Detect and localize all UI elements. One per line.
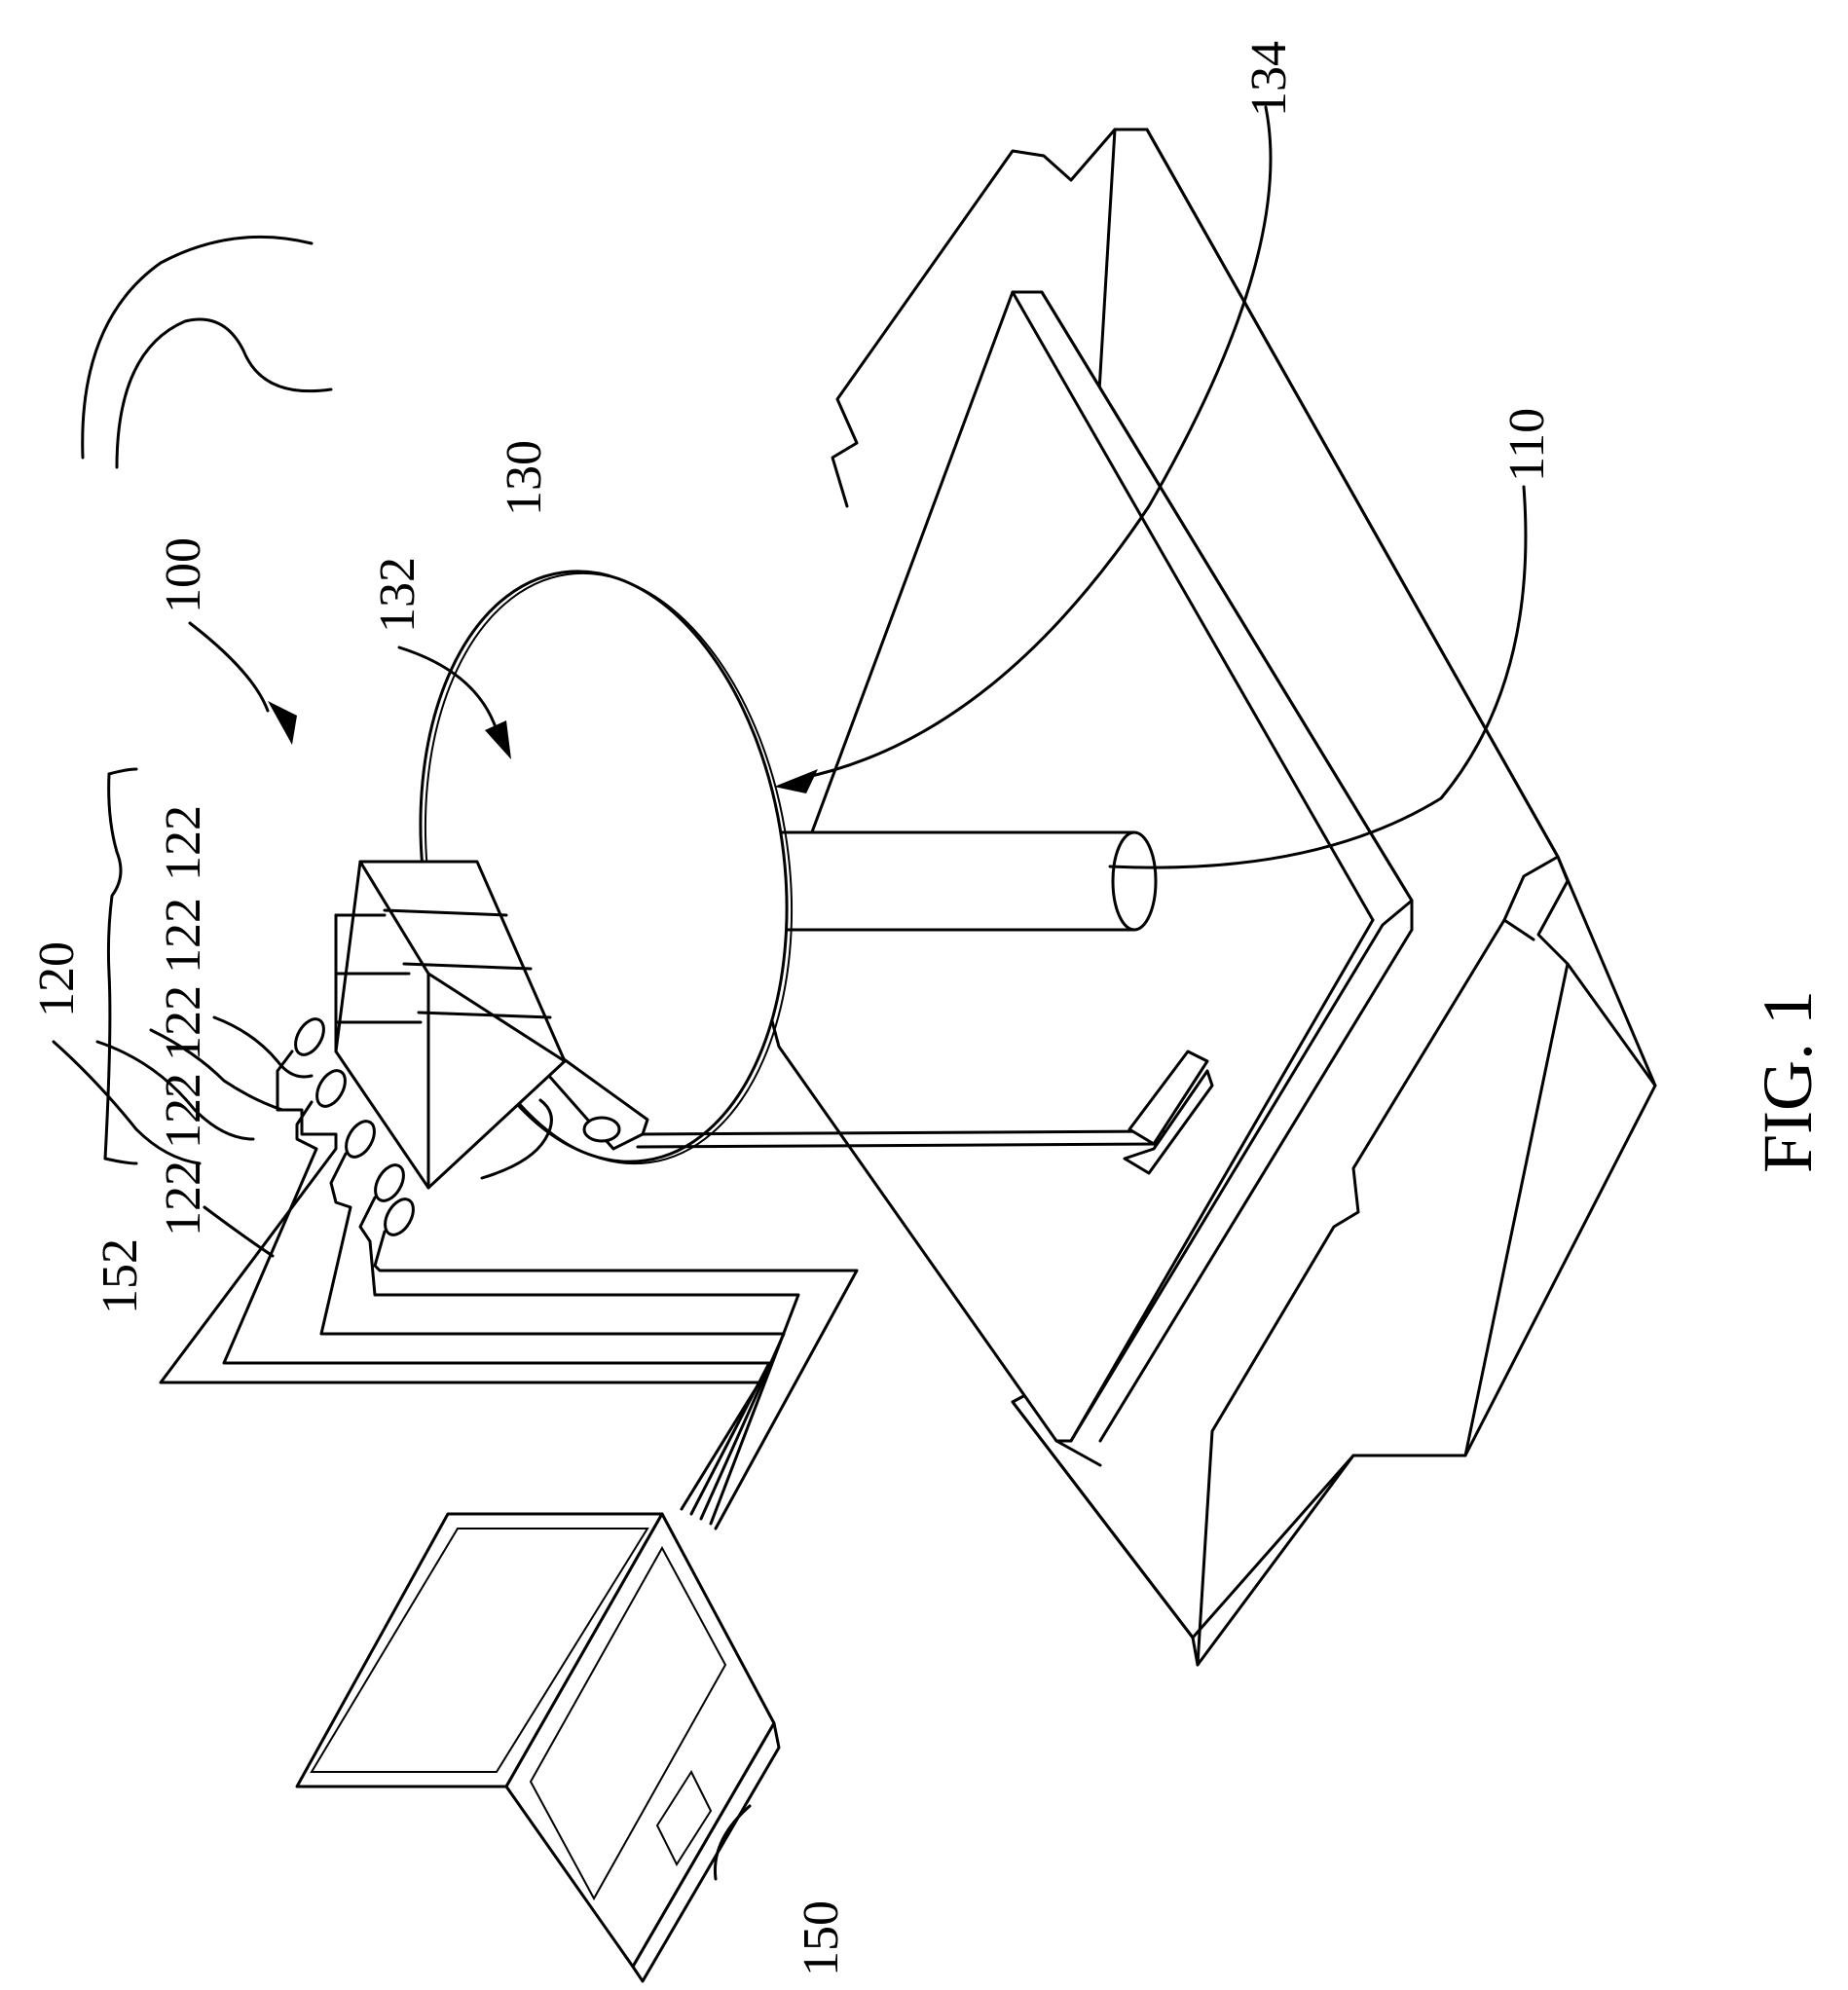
label-152: 152 — [92, 1238, 148, 1314]
label-134: 134 — [1241, 41, 1297, 117]
arrowhead-134 — [774, 769, 818, 793]
label-122-e: 122 — [156, 1161, 211, 1236]
arrowhead-100 — [268, 701, 297, 745]
cables — [161, 1051, 857, 1529]
figure-caption: FIG. 1 — [1749, 990, 1827, 1173]
support-shaft — [759, 832, 1156, 930]
label-100: 100 — [156, 537, 211, 613]
label-122-b: 122 — [156, 898, 211, 974]
label-130: 130 — [497, 440, 552, 516]
label-122-d: 122 — [156, 1073, 211, 1149]
label-122-a: 122 — [156, 805, 211, 881]
label-110: 110 — [1499, 408, 1555, 482]
label-120: 120 — [29, 941, 85, 1017]
label-122-c: 122 — [156, 985, 211, 1061]
laptop — [297, 1514, 779, 1981]
label-150: 150 — [794, 1900, 849, 1976]
label-132: 132 — [370, 557, 425, 633]
